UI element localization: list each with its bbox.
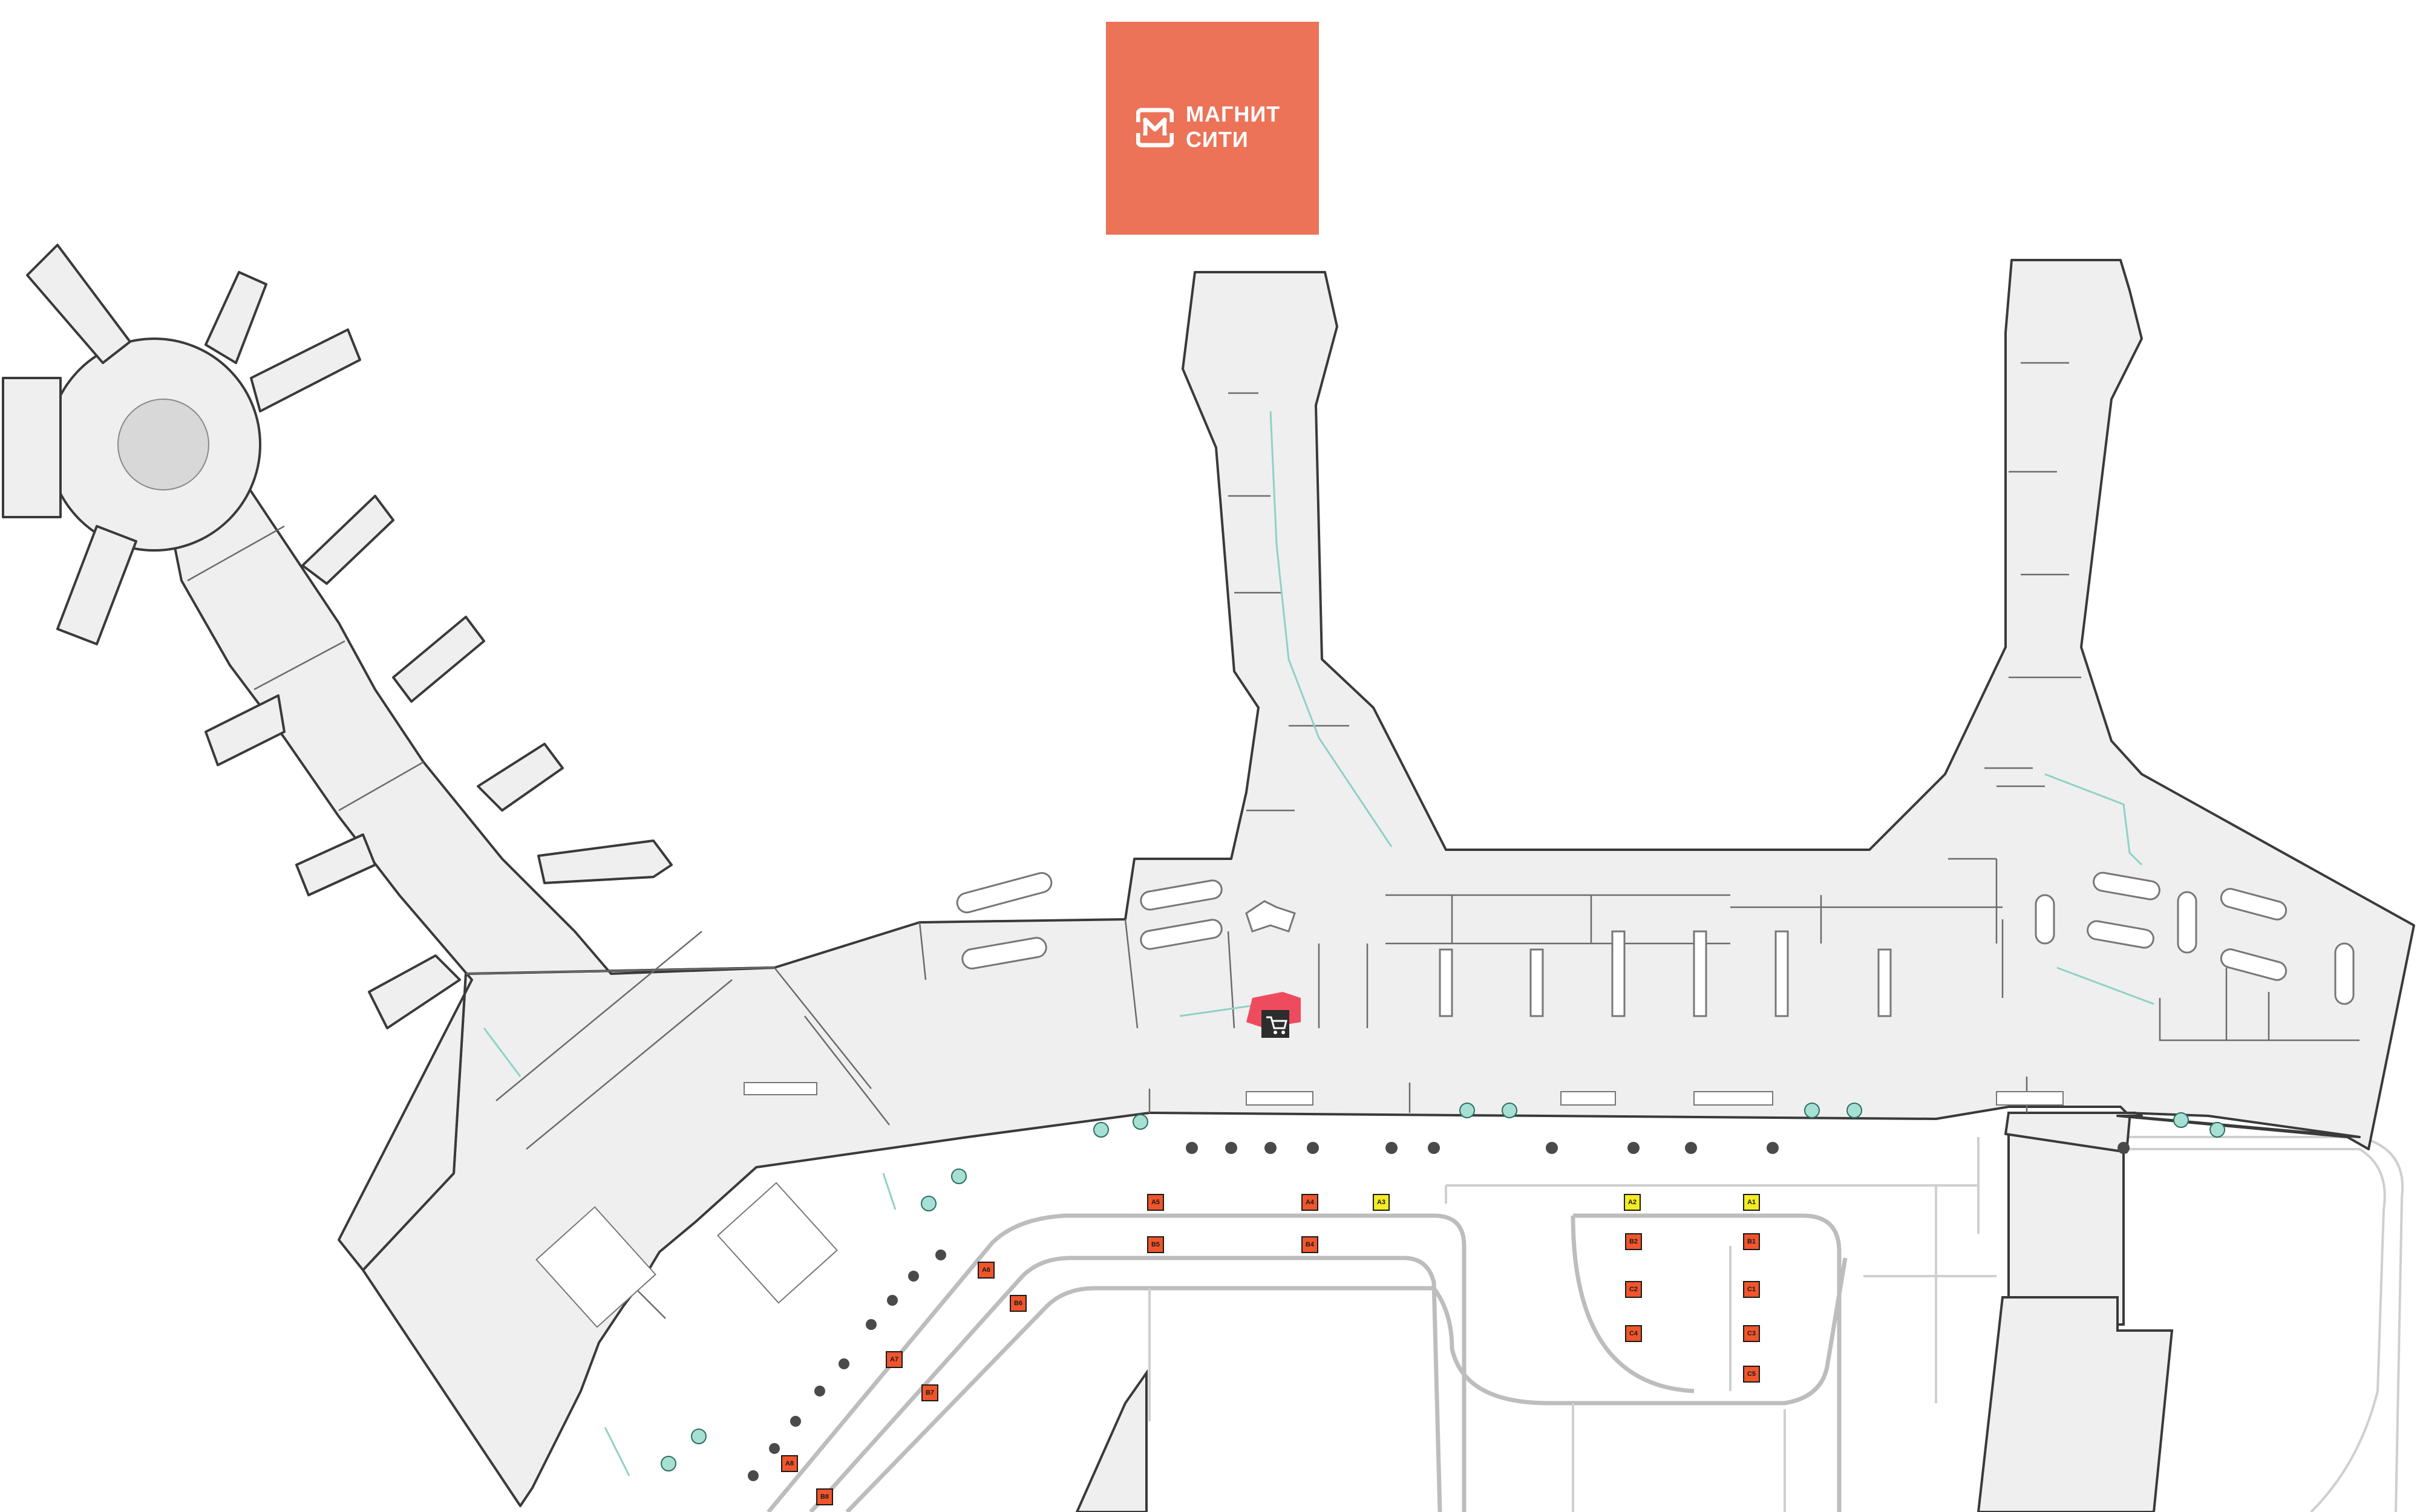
store-marker[interactable] [1246, 992, 1301, 1038]
parking-zone-a5[interactable]: A5 [1147, 1194, 1164, 1211]
gate-pier-n [204, 271, 267, 364]
parking-zone-c2[interactable]: C2 [1625, 1281, 1642, 1298]
airplane-exit-icon[interactable] [661, 1429, 707, 1471]
gate-pier-e3 [477, 743, 564, 812]
check-in-islands [535, 872, 2355, 1328]
parking-zone-b5[interactable]: B5 [1147, 1236, 1164, 1253]
parking-zone-b1[interactable]: B1 [1743, 1233, 1760, 1250]
parking-zone-label: A1 [1747, 1199, 1756, 1206]
gate-pier-e1 [301, 495, 394, 585]
parking-zone-c1[interactable]: C1 [1743, 1281, 1760, 1298]
parking-zone-label: B2 [1629, 1238, 1638, 1245]
airplane-exit-icon[interactable] [1804, 1103, 1862, 1118]
brand-name: МАГНИТ СИТИ [1186, 102, 1280, 152]
parking-zone-label: B7 [926, 1389, 934, 1396]
parking-zone-label: A3 [1377, 1199, 1385, 1206]
parking-zone-a7[interactable]: A7 [886, 1351, 903, 1368]
parking-zone-a2[interactable]: A2 [1624, 1194, 1641, 1211]
gate-pier-e4 [537, 839, 673, 884]
parking-zone-label: A8 [785, 1460, 794, 1467]
gate-pier-sw [56, 525, 137, 645]
magnit-city-logo-tile: МАГНИТ СИТИ [1106, 22, 1319, 235]
parking-zone-label: B5 [1151, 1241, 1160, 1248]
parking-zone-label: C2 [1629, 1286, 1638, 1293]
parking-zone-b7[interactable]: B7 [921, 1384, 938, 1401]
parking-zone-b4[interactable]: B4 [1301, 1236, 1318, 1253]
parking-zone-label: C4 [1629, 1330, 1638, 1337]
airplane-exit-icon[interactable] [1093, 1114, 1148, 1138]
parking-zone-c5[interactable]: C5 [1743, 1366, 1760, 1383]
gate-pier-e2 [392, 616, 485, 703]
parking-zone-label: B4 [1306, 1241, 1315, 1248]
airplane-exit-icon[interactable] [1459, 1103, 1517, 1118]
parking-zone-c3[interactable]: C3 [1743, 1325, 1760, 1342]
parking-zone-label: A2 [1628, 1199, 1637, 1206]
gate-pier-w2 [295, 833, 376, 896]
parking-zone-a3[interactable]: A3 [1373, 1194, 1390, 1211]
exit-markers [661, 1103, 2225, 1471]
parking-zone-b6[interactable]: B6 [1010, 1295, 1027, 1312]
gate-pier-ne [250, 328, 361, 412]
parking-zone-label: C5 [1747, 1370, 1756, 1378]
parking-zone-a6[interactable]: A6 [978, 1262, 995, 1279]
parking-zone-label: C3 [1747, 1330, 1756, 1337]
terminal-building [2, 244, 2415, 1507]
parking-zone-label: B8 [820, 1493, 829, 1501]
parking-zone-b2[interactable]: B2 [1625, 1233, 1642, 1250]
gate-pier-w1 [204, 694, 286, 766]
parking-zone-label: C1 [1747, 1286, 1756, 1293]
parking-zone-label: A7 [890, 1356, 898, 1363]
airplane-exit-icon[interactable] [2173, 1112, 2225, 1138]
parking-zone-a8[interactable]: A8 [781, 1455, 798, 1472]
magnit-m-logo-icon [1136, 108, 1174, 148]
parking-zone-label: B1 [1747, 1238, 1756, 1245]
parking-zone-a1[interactable]: A1 [1743, 1194, 1760, 1211]
rotunda-annex [2, 377, 62, 518]
brand-name-line1: МАГНИТ [1186, 102, 1281, 126]
parking-zone-c4[interactable]: C4 [1625, 1325, 1642, 1342]
parking-zone-label: A6 [982, 1266, 990, 1274]
bollards [748, 1142, 2130, 1481]
parking-zone-a4[interactable]: A4 [1301, 1194, 1318, 1211]
airplane-exit-icon[interactable] [921, 1168, 967, 1211]
gate-pier-nw [26, 244, 131, 364]
parking-garage [1075, 1112, 2174, 1512]
parking-zone-label: A5 [1151, 1199, 1160, 1206]
parking-zone-b8[interactable]: B8 [816, 1488, 833, 1505]
interior-details [187, 362, 2360, 1319]
parking-zone-label: A4 [1306, 1199, 1315, 1206]
brand-name-line2: СИТИ [1186, 127, 1249, 152]
gate-pier-w3 [368, 954, 461, 1029]
parking-zone-label: B6 [1014, 1300, 1022, 1307]
